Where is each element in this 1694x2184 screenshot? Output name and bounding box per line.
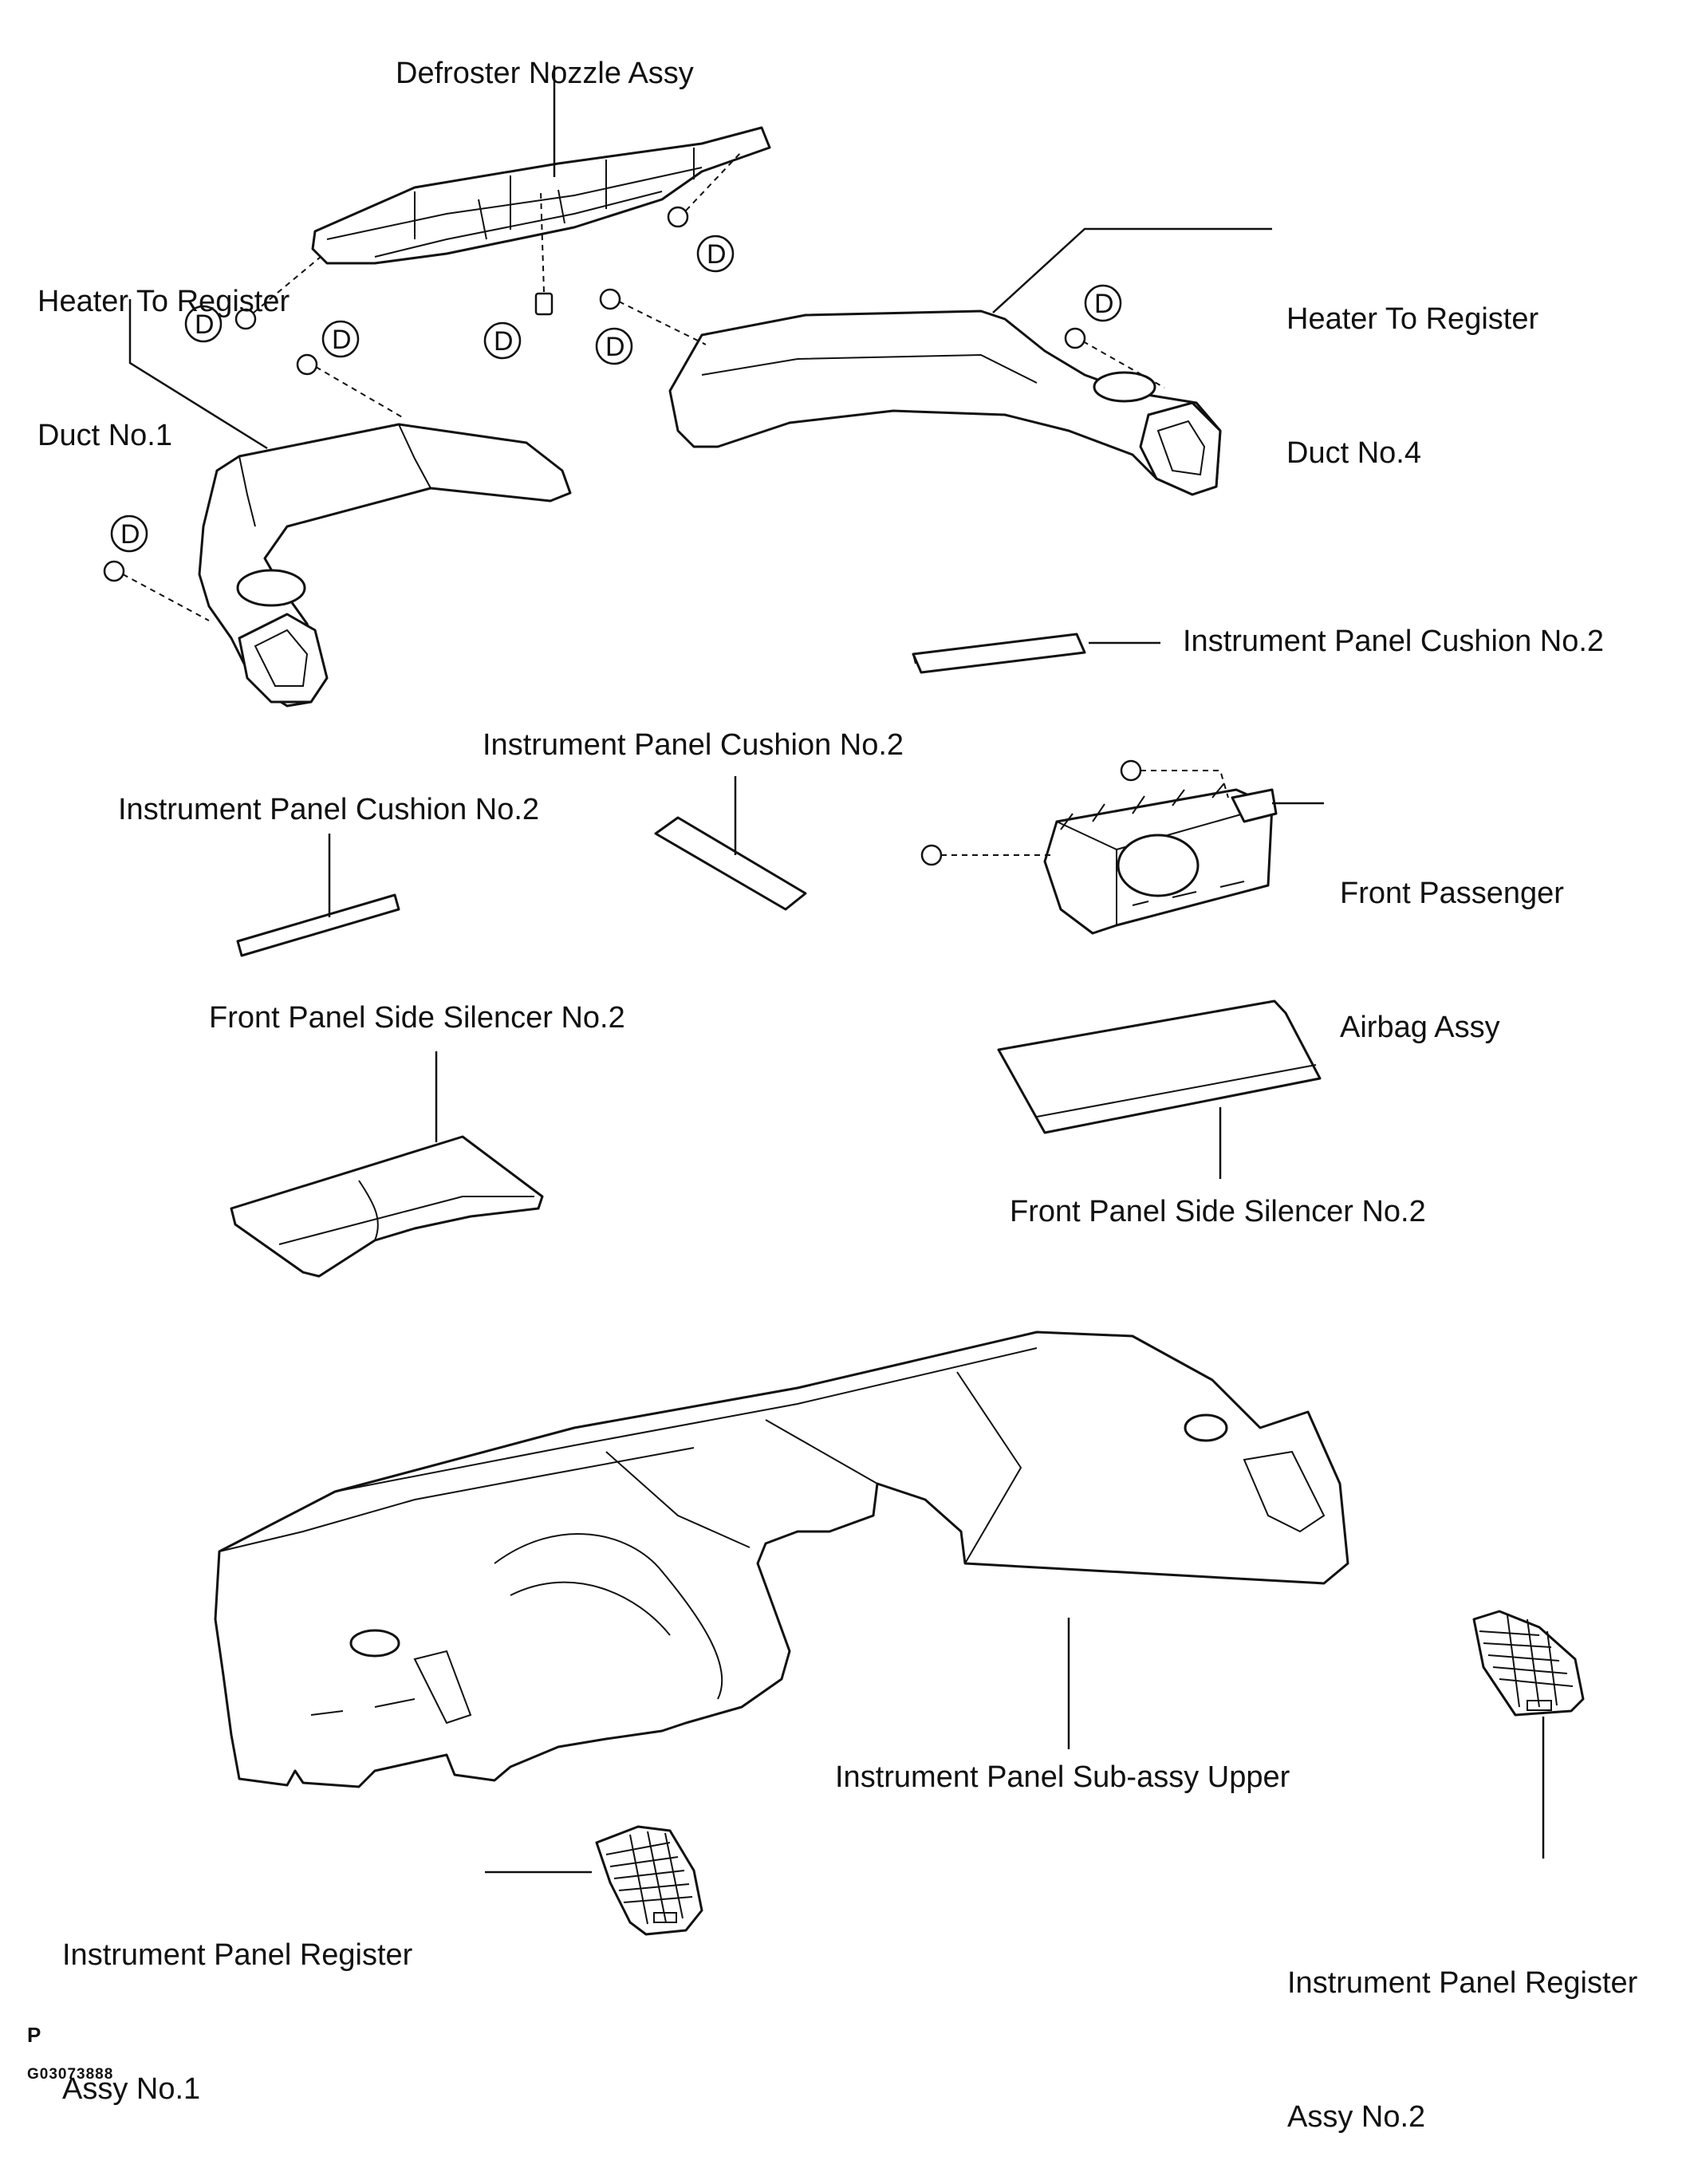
svg-text:D: D (494, 326, 514, 357)
instrument-panel-upper-part (214, 1331, 1349, 1788)
duct4-leader (992, 227, 1272, 313)
register-no2-part (1472, 1610, 1585, 1717)
label-cushion-left: Instrument Panel Cushion No.2 (118, 793, 540, 826)
label-defroster-nozzle: Defroster Nozzle Assy (396, 57, 694, 90)
bolt-defroster-right (667, 151, 743, 228)
cushion-left-part (236, 893, 400, 957)
cushion-mid-part (654, 816, 807, 911)
label-heater-duct-no1: Heater To Register Duct No.1 (37, 285, 290, 452)
bolt-duct4-right (1064, 327, 1165, 388)
bolt-defroster-center (534, 191, 554, 316)
fastener-mark-d: D (595, 327, 633, 365)
heater-duct-no4-part (668, 309, 1222, 496)
bolt-airbag-top (1120, 759, 1229, 798)
label-silencer-right: Front Panel Side Silencer No.2 (1010, 1195, 1426, 1228)
bolt-duct1-bottom (103, 560, 210, 621)
duct1-leader (128, 299, 268, 450)
cushion-right-part (912, 633, 1086, 674)
svg-text:D: D (1094, 289, 1114, 319)
register-no1-part (595, 1825, 703, 1936)
svg-text:D: D (605, 332, 625, 362)
bolt-airbag-left (920, 844, 1053, 866)
bolt-defroster-left (234, 256, 321, 330)
footer-code: P (27, 2023, 41, 2047)
bolt-duct1-top (296, 353, 404, 419)
bolt-duct4-left (599, 288, 707, 345)
label-panel-upper: Instrument Panel Sub-assy Upper (835, 1760, 1290, 1794)
fastener-mark-d: D (321, 320, 360, 358)
svg-text:D: D (195, 309, 215, 340)
label-register-no1: Instrument Panel Register Assy No.1 (62, 1938, 413, 2106)
fastener-mark-d: D (696, 235, 735, 273)
silencer-right-part (997, 999, 1322, 1134)
label-register-no2: Instrument Panel Register Assy No.2 (1287, 1966, 1638, 2134)
silencer-left-part (230, 1135, 544, 1278)
label-heater-duct-no4: Heater To Register Duct No.4 (1286, 302, 1539, 470)
fastener-mark-d: D (184, 305, 223, 343)
exploded-parts-diagram: D D D D D D D (103, 65, 1585, 1936)
label-silencer-left: Front Panel Side Silencer No.2 (209, 1001, 625, 1035)
figure-id: G03073888 (27, 2066, 114, 2083)
svg-text:D: D (120, 519, 140, 550)
svg-text:D: D (707, 239, 727, 270)
fastener-mark-d: D (1084, 284, 1122, 322)
label-cushion-mid: Instrument Panel Cushion No.2 (483, 728, 904, 762)
fastener-mark-d: D (483, 321, 522, 360)
fastener-mark-d: D (110, 514, 148, 553)
svg-text:D: D (332, 325, 352, 355)
heater-duct-no1-part (198, 423, 572, 708)
label-passenger-airbag: Front Passenger Airbag Assy (1340, 877, 1564, 1044)
label-cushion-right: Instrument Panel Cushion No.2 (1183, 625, 1605, 658)
passenger-airbag-part (1043, 783, 1278, 935)
